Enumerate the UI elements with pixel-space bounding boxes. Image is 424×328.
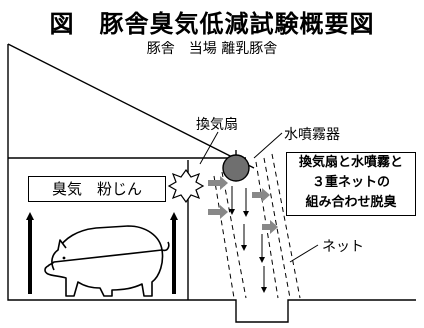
net-leader-line — [289, 244, 319, 263]
airflow-arrow-4 — [262, 220, 278, 234]
airflow-arrow-2 — [208, 205, 228, 219]
method-description-box: 換気扇と水噴霧と ３重ネットの 組み合わせ脱臭 — [286, 152, 416, 216]
fan-icon — [167, 168, 205, 204]
upward-odor-arrows — [26, 212, 178, 294]
description-line-1: 換気扇と水噴霧と — [298, 155, 403, 170]
diagram-subtitle: 豚舎 当場 離乳豚舎 — [146, 41, 278, 57]
pig-icon — [44, 225, 170, 297]
building-outline — [7, 43, 416, 323]
fan-leader-line — [199, 131, 219, 165]
net-label: ネット — [322, 239, 364, 255]
mist-drop-arrows — [229, 186, 267, 293]
odor-dust-label: 臭気 粉じん — [28, 176, 166, 202]
diagram-title: 図 豚舎臭気低減試験概要図 — [49, 10, 375, 38]
mist-leader-line — [253, 132, 283, 159]
mist-sprayer-icon — [222, 150, 250, 182]
airflow-arrows — [208, 176, 278, 234]
description-line-3: 組み合わせ脱臭 — [305, 195, 397, 210]
net-lines — [213, 153, 301, 299]
mist-label: 水噴霧器 — [284, 127, 340, 143]
airflow-arrow-3 — [252, 188, 270, 202]
fan-label: 換気扇 — [196, 117, 238, 133]
airflow-arrow-1 — [208, 176, 228, 190]
description-line-2: ３重ネットの — [311, 175, 390, 190]
